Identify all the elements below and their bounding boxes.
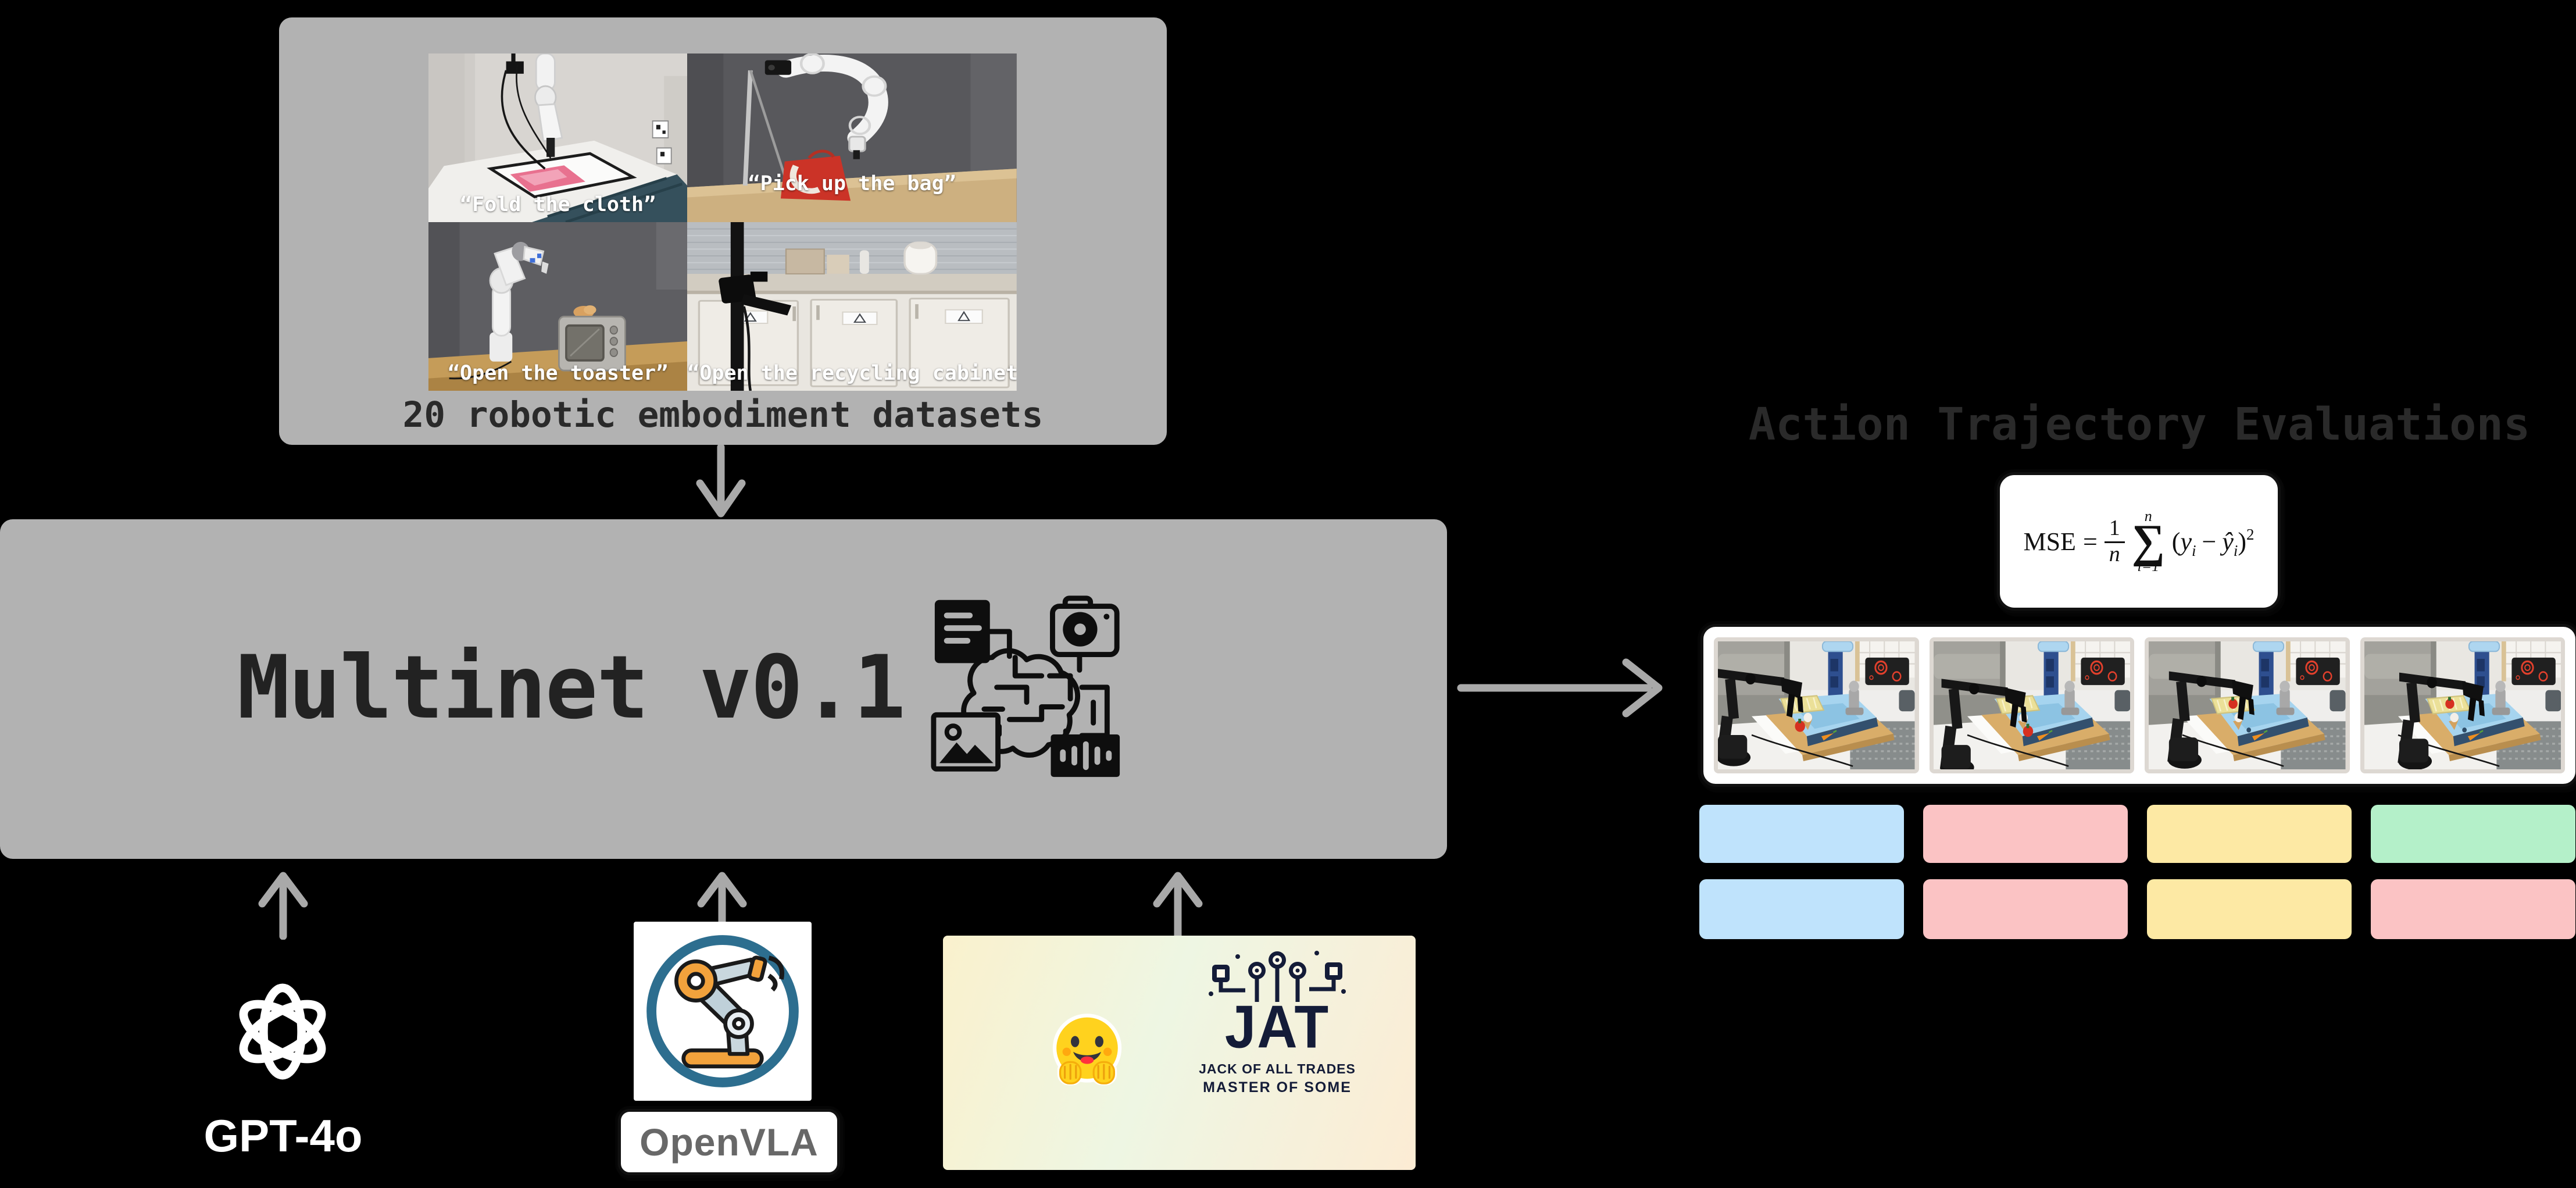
photo-caption: “Fold the cloth”	[460, 193, 656, 216]
sum-upper-limit: n	[2144, 507, 2152, 525]
sum-lower-limit: i=1	[2137, 558, 2160, 575]
arrow-up-gpt-to-multinet	[258, 872, 308, 940]
hugging-face-emoji-icon	[1052, 1014, 1122, 1086]
trajectory-frame-4	[2360, 637, 2565, 773]
gpt-4o-label: GPT-4o	[203, 1110, 363, 1161]
formula-equals: =	[2082, 527, 2098, 556]
evaluations-title: Action Trajectory Evaluations	[1748, 399, 2531, 451]
openvla-robot-arm-icon	[646, 935, 799, 1087]
subscript-i2: i	[2233, 541, 2238, 559]
legend-bar	[2371, 805, 2575, 863]
robotic-datasets-box: “Fold the cloth”	[279, 17, 1167, 445]
dataset-photo-collage: “Fold the cloth”	[428, 53, 1017, 391]
openvla-label-box: OpenVLA	[618, 1109, 840, 1175]
formula-summation: n ∑ i=1	[2131, 507, 2165, 575]
jat-subtitle-2: MASTER OF SOME	[1203, 1079, 1352, 1096]
trajectory-frame-2	[1929, 637, 2134, 773]
open-recycling-scene-illustration	[687, 222, 1017, 391]
trajectory-frame-3-illustration	[2149, 641, 2346, 769]
photo-caption: “Open the toaster”	[447, 362, 669, 385]
trajectory-frame-3	[2145, 637, 2350, 773]
jat-logo: JAT JACK OF ALL TRADES MASTER OF SOME	[1181, 948, 1373, 1096]
multinet-box	[0, 519, 1447, 859]
openai-logo-icon	[239, 983, 326, 1080]
legend-bar	[2147, 879, 2352, 939]
y-hat-variable: ŷ	[2222, 527, 2234, 556]
fold-cloth-scene-illustration	[428, 53, 688, 222]
trajectory-frames-row	[1709, 633, 2570, 778]
trajectory-frame-2-illustration	[1933, 641, 2130, 769]
formula-fraction: 1 n	[2104, 516, 2125, 566]
jat-title: JAT	[1224, 993, 1330, 1061]
legend-bar	[2147, 805, 2352, 863]
dataset-photo-open-toaster: “Open the toaster”	[428, 222, 688, 391]
trajectory-frame-1	[1714, 637, 1919, 773]
sigma-symbol: ∑	[2131, 516, 2165, 567]
dataset-photo-fold-cloth: “Fold the cloth”	[428, 53, 688, 222]
arrow-down-datasets-to-multinet	[696, 445, 746, 518]
dataset-box-caption: 20 robotic embodiment datasets	[402, 394, 1044, 436]
exponent-2: 2	[2246, 525, 2255, 543]
dataset-photo-pick-bag: “Pick up the bag”	[687, 53, 1017, 222]
hf-jat-card: JAT JACK OF ALL TRADES MASTER OF SOME	[943, 936, 1416, 1170]
legend-bar	[1923, 805, 2128, 863]
legend-bar-row-1	[1699, 805, 2575, 863]
pick-bag-scene-illustration	[687, 53, 1017, 222]
photo-caption: “Open the recycling cabinet”	[687, 362, 1017, 385]
legend-bar-row-2	[1699, 879, 2575, 939]
jat-subtitle-1: JACK OF ALL TRADES	[1199, 1061, 1356, 1077]
openvla-label: OpenVLA	[639, 1121, 819, 1164]
arrow-right-multinet-to-evaluations	[1457, 658, 1663, 718]
y-variable: y	[2180, 527, 2192, 556]
trajectory-frame-1-illustration	[1718, 641, 1915, 769]
trajectory-frames-panel	[1700, 624, 2576, 787]
multinet-title: Multinet v0.1	[237, 637, 906, 739]
close-paren: )	[2238, 527, 2247, 556]
dataset-photo-open-recycling: “Open the recycling cabinet”	[687, 222, 1017, 391]
legend-bar	[1699, 805, 1904, 863]
open-paren: (	[2171, 527, 2181, 556]
jat-circuit-nodes-icon	[1209, 951, 1346, 1002]
trajectory-frame-4-illustration	[2364, 641, 2561, 769]
legend-bar	[2371, 879, 2575, 939]
subscript-i: i	[2191, 541, 2196, 559]
minus-sign: −	[2202, 527, 2217, 556]
fraction-numerator: 1	[2104, 516, 2125, 543]
arrow-up-hf-jat-to-multinet	[1153, 872, 1203, 940]
formula-lhs: MSE	[2023, 527, 2076, 556]
legend-bar	[1923, 879, 2128, 939]
multimodal-data-icon	[931, 595, 1120, 777]
fraction-denominator: n	[2109, 541, 2120, 566]
open-toaster-scene-illustration	[428, 222, 688, 391]
openvla-logo	[634, 922, 812, 1101]
legend-bar	[1699, 879, 1904, 939]
photo-caption: “Pick up the bag”	[748, 172, 956, 195]
